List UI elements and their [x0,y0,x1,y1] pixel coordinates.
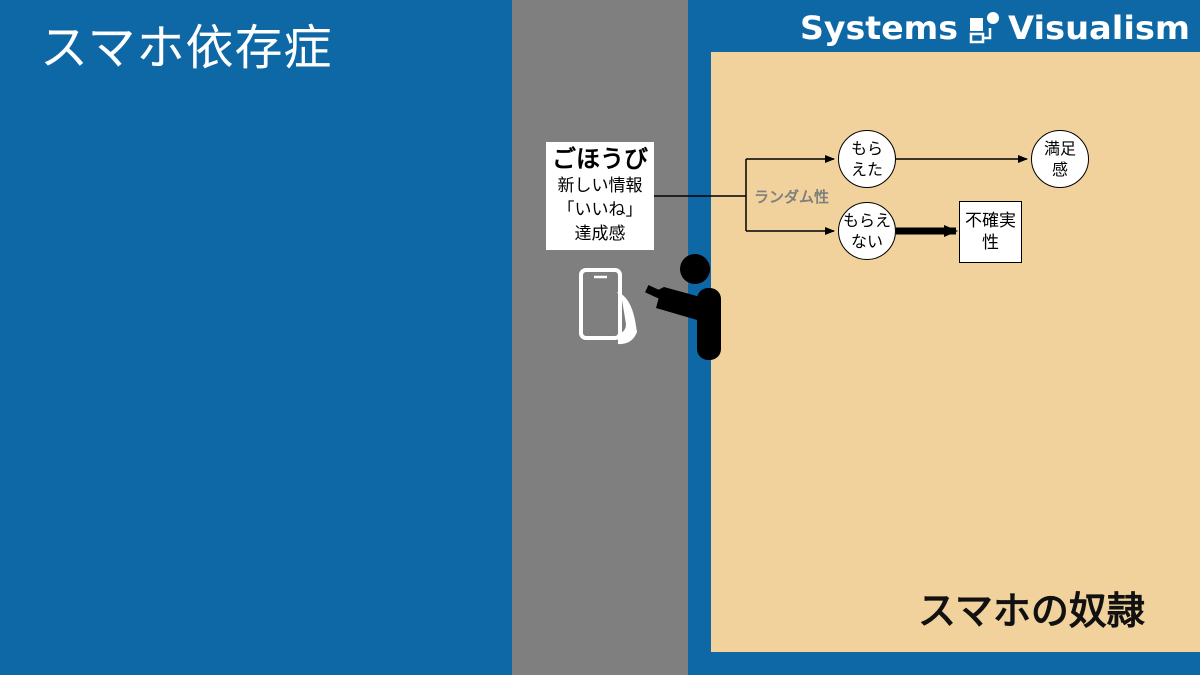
reward-item-likes: 「いいね」 [557,200,643,220]
brand-logo: Systems Visualism [800,9,1190,47]
brand-logo-icon [969,12,999,44]
reward-title: ごほうび [552,145,648,173]
brand-word-systems: Systems [800,9,958,47]
node-not-received: もらえ ない [838,202,896,260]
brand-word-visualism: Visualism [1008,9,1190,47]
randomness-label: ランダム性 [754,188,830,206]
node-received: もら えた [838,130,896,188]
reward-item-new-info: 新しい情報 [557,176,643,196]
concept-panel [711,52,1200,652]
reward-box: ごほうび 新しい情報 「いいね」 達成感 [546,142,654,250]
caption-smartphone-slave: スマホの奴隷 [918,589,1145,633]
gray-band [512,0,688,675]
node-uncertainty: 不確実 性 [959,201,1022,263]
slide-title: スマホ依存症 [40,20,333,76]
reward-item-achievement: 達成感 [574,224,626,244]
node-satisfaction: 満足 感 [1031,130,1089,188]
